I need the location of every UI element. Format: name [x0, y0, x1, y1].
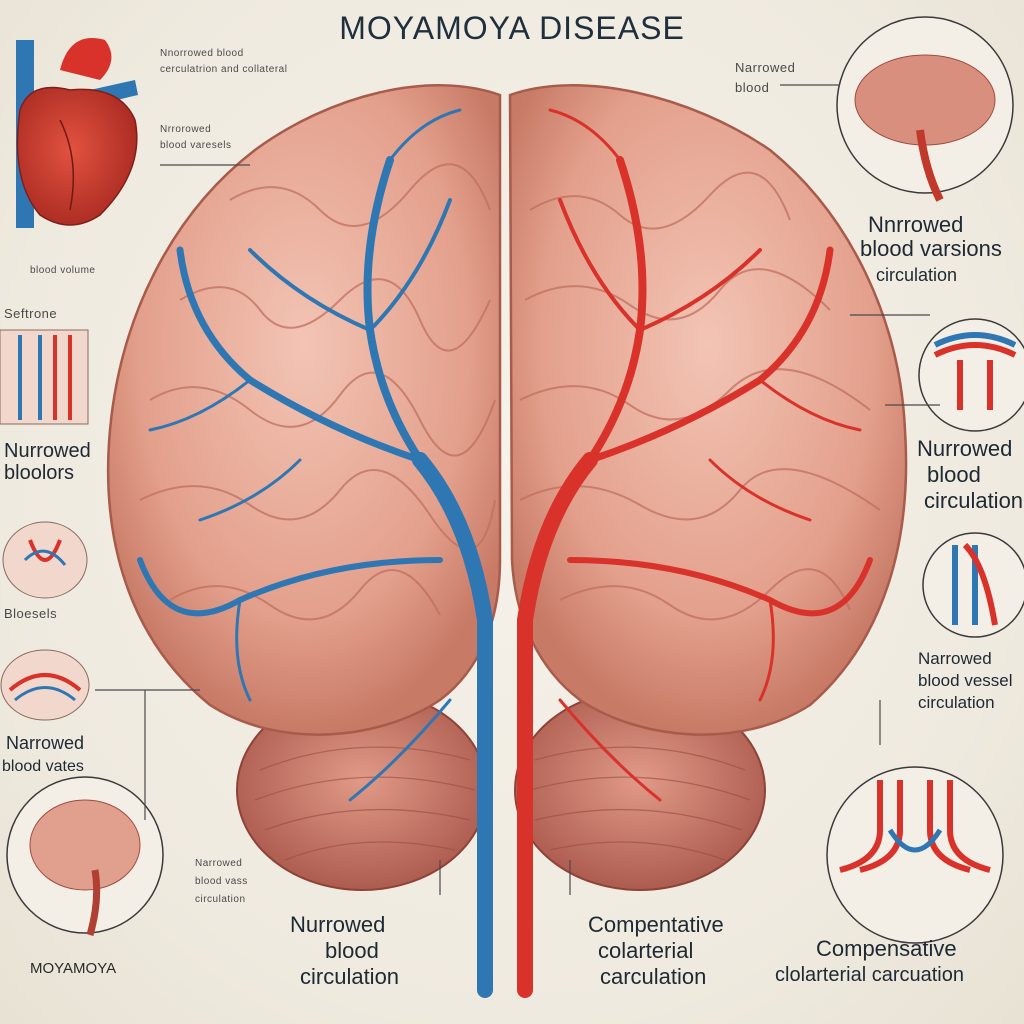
- top-right-small-2: blood: [735, 80, 770, 95]
- mid-right-2: blood: [927, 462, 981, 487]
- left-bottom-label-1: Narrowed: [6, 733, 85, 753]
- bottom-center-right-1: Compentative: [588, 912, 724, 937]
- leader-lines: [95, 84, 940, 895]
- left-header: Seftrone: [4, 306, 58, 321]
- left-panels: [0, 329, 90, 721]
- left-bottom-label-2: blood vates: [2, 758, 84, 775]
- mid-right-1: Nurrowed: [917, 436, 1013, 461]
- bottom-center-right-2: colarterial: [598, 938, 694, 963]
- right-vessel-tree: [517, 108, 873, 998]
- inset-brain-bottom-left: [29, 799, 141, 891]
- bottom-center-left-1: Nurrowed: [290, 912, 386, 937]
- bottom-right-1: Compensative: [816, 936, 957, 961]
- top-right-small-1: Narrowed: [735, 60, 796, 75]
- bottom-center-right-3: carculation: [600, 964, 707, 989]
- lower-right-3: circulation: [918, 693, 995, 712]
- lower-right-1: Narrowed: [918, 649, 992, 668]
- cerebrum: [106, 84, 908, 736]
- left-brain-small-2: blood vass: [195, 876, 248, 887]
- left-brain-small-3: circulation: [195, 894, 246, 905]
- top-right-big-3: circulation: [876, 265, 958, 285]
- caption-top-left-3: Nrrorowed: [160, 124, 212, 135]
- top-right-big-1: Nnrrowed: [868, 212, 964, 237]
- caption-top-left-4: blood varesels: [160, 140, 232, 151]
- cerebellum: [236, 689, 766, 891]
- heart-caption: blood volume: [30, 265, 96, 276]
- top-right-big-2: blood varsions: [860, 236, 1002, 261]
- inset-brain-top-right: [854, 54, 996, 146]
- left-narrowed-1: Nurrowed: [4, 440, 91, 462]
- left-brain-small-1: Narrowed: [195, 858, 243, 869]
- caption-top-left-1: Nnorrowed blood: [160, 48, 244, 59]
- page-title: MOYAMOYA DISEASE: [339, 10, 685, 46]
- left-narrowed-2: bloolors: [4, 462, 75, 484]
- left-vessels: Bloesels: [4, 606, 58, 621]
- mid-right-3: circulation: [924, 488, 1024, 513]
- left-brain-caption: MOYAMOYA: [30, 960, 117, 977]
- bottom-center-left-2: blood: [325, 938, 379, 963]
- bottom-right-2: clolarterial carcuation: [775, 964, 964, 986]
- left-vessel-tree: [137, 108, 493, 998]
- caption-top-left-2: cerculatrion and collateral: [160, 64, 288, 75]
- lower-right-2: blood vessel: [918, 671, 1013, 690]
- bottom-center-left-3: circulation: [300, 964, 400, 989]
- heart-illustration: [16, 38, 138, 228]
